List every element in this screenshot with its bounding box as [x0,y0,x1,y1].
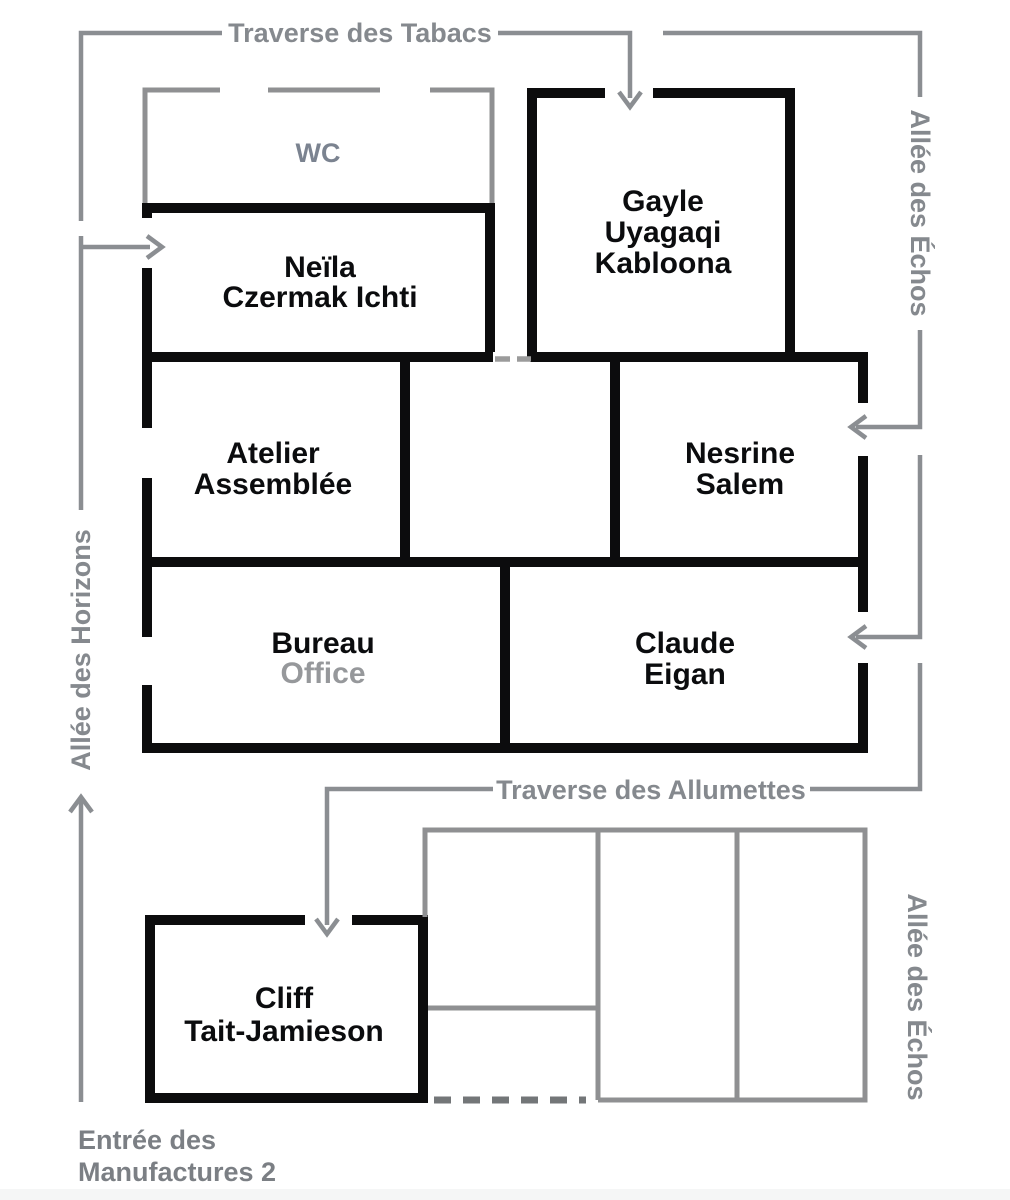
street-label-tabacs: Traverse des Tabacs [228,18,492,48]
claude-arrow-left-icon [847,624,868,650]
page-footer-strip [0,1189,1010,1200]
street-label-echos-top-group: Allée des Échos [905,109,936,316]
room-label-gayle-line2: Uyagaqi [605,216,722,249]
horizons-arrow-up-icon [68,793,94,814]
wc-room-walls [142,87,495,203]
room-label-nesrine-line1: Nesrine [685,437,795,470]
room-label-gayle-line3: Kabloona [595,247,732,280]
annex-building-walls [422,827,868,1104]
street-label-echos-bottom-group: Allée des Échos [902,893,933,1100]
room-label-cliff-line2: Tait-Jamieson [184,1015,384,1048]
room-label-bureau: Bureau [271,627,374,660]
room-label-nesrine-line2: Salem [696,468,784,501]
echos-top-corner-line [663,30,923,97]
entrance-label-line1: Entrée des [78,1125,216,1155]
cliff-room-walls [145,915,428,1103]
nesrine-arrow-left-icon [847,414,868,440]
echos-line-mid [856,455,923,640]
echos-line-lower [810,663,923,792]
cliff-wall-right [352,915,428,1098]
gayle-wall-left [527,88,605,357]
street-label-horizons: Allée des Horizons [66,529,96,771]
gayle-arrow-down-icon [617,90,643,111]
room-label-atelier-line1: Atelier [226,437,320,470]
cliff-arrow-down-icon [314,917,340,938]
tabacs-line-right [498,30,633,98]
annex-outline [422,827,868,1103]
main-building-walls [142,88,868,753]
room-label-wc: WC [296,138,341,168]
neila-wall-top-right [142,203,495,352]
street-label-allumettes: Traverse des Allumettes [496,775,806,805]
neila-arrow-right-icon [145,234,166,260]
room-label-claude-line2: Eigan [644,658,726,691]
street-label-echos-bottom: Allée des Échos [902,893,933,1100]
room-label-neila-line2: Czermak Ichti [222,281,417,314]
room-label-neila-line1: Neïla [284,251,356,284]
street-connectors [68,30,923,1102]
echos-line-upper [856,330,923,430]
tabacs-line-left [78,30,222,221]
room-label-cliff-line1: Cliff [255,982,314,1015]
room-label-gayle-line1: Gayle [622,185,704,218]
cliff-wall-left-bottom [145,915,428,1103]
entrance-label-line2: Manufactures 2 [78,1157,276,1187]
room-label-claude-line1: Claude [635,627,735,660]
neila-entry-line [78,236,150,510]
street-label-horizons-group: Allée des Horizons [66,529,96,771]
gayle-wall-right [653,88,795,357]
room-label-bureau-office: Office [280,657,365,690]
room-label-atelier-line2: Assemblée [194,468,352,501]
allumettes-line-left [324,786,493,925]
street-label-echos-top: Allée des Échos [905,109,936,316]
wc-wall-left-top [142,87,220,203]
wc-wall-top-right [430,87,495,203]
